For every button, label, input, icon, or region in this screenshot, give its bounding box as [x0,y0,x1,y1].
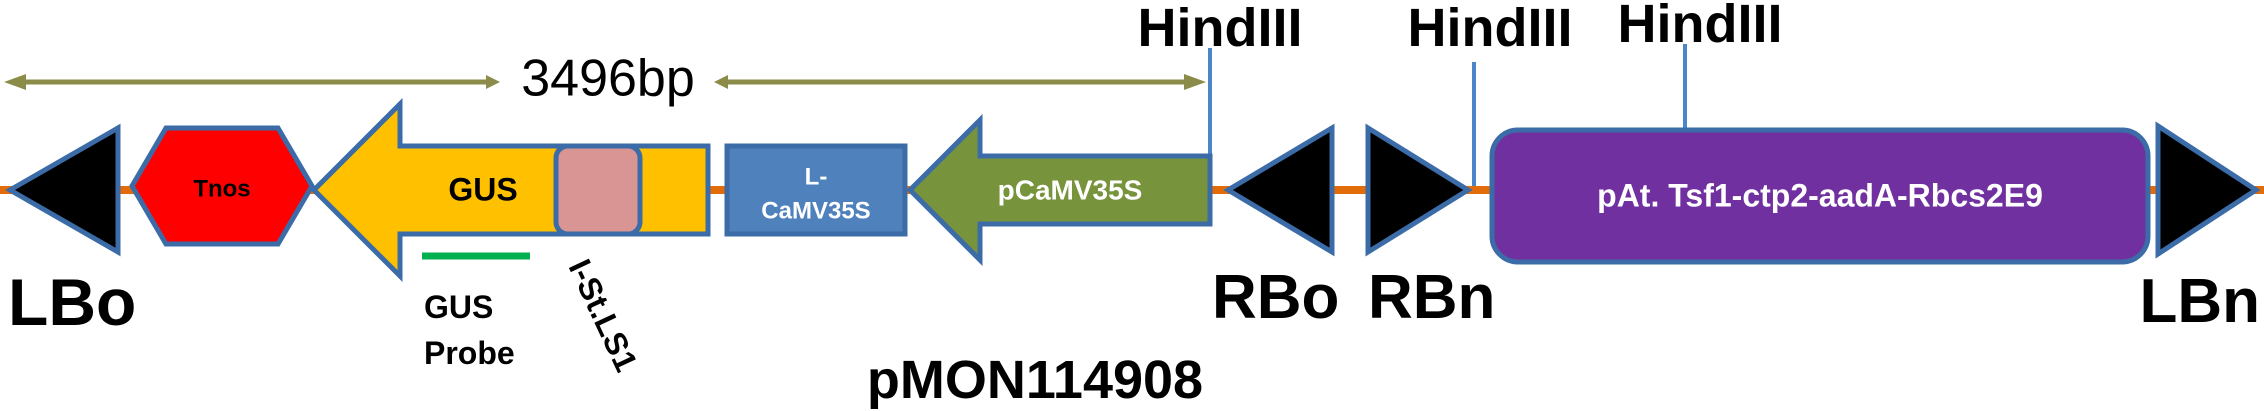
l-camv35s-label-line2: CaMV35S [761,197,870,224]
l-camv35s-label-line1: L- [805,163,828,190]
size-span-arrow [4,74,1206,90]
gus-probe-label-line1: GUS [424,289,493,325]
rbn-label: RBn [1368,263,1495,332]
tnos-label: Tnos [193,175,250,202]
lbo-label: LBo [8,265,136,339]
pcamv35s-promoter-arrow [906,113,1213,267]
lbn-label: LBn [2139,267,2260,336]
size-arrow-head-right [1184,74,1206,90]
rbo-border-triangle [1223,123,1335,257]
lbn-border-triangle [2155,121,2261,259]
hindiii-label-1: HindIII [1138,0,1303,58]
hindiii-label-2: HindIII [1408,0,1573,58]
size-label: 3496bp [521,50,695,108]
gus-label: GUS [448,171,517,207]
rbo-label: RBo [1212,263,1339,332]
size-arrow-end-left [486,75,500,89]
pat-cassette-box [1489,127,2151,265]
plasmid-name: pMON114908 [867,350,1203,410]
intron-label: I-St.LS1 [562,254,645,377]
rbn-border-triangle [1365,123,1473,257]
lbo-border-triangle [4,123,121,257]
pcamv35s-label: pCaMV35S [998,174,1143,205]
pat-cassette-label: pAt. Tsf1-ctp2-aadA-Rbcs2E9 [1597,177,2043,213]
tnos-terminator [129,125,315,247]
size-arrow-head-left [4,74,26,90]
gus-probe-label-line2: Probe [424,335,515,371]
size-arrow-end-right [714,75,728,89]
intron-box [553,143,643,237]
hindiii-label-3: HindIII [1618,0,1783,54]
l-camv35s-leader [724,143,908,237]
